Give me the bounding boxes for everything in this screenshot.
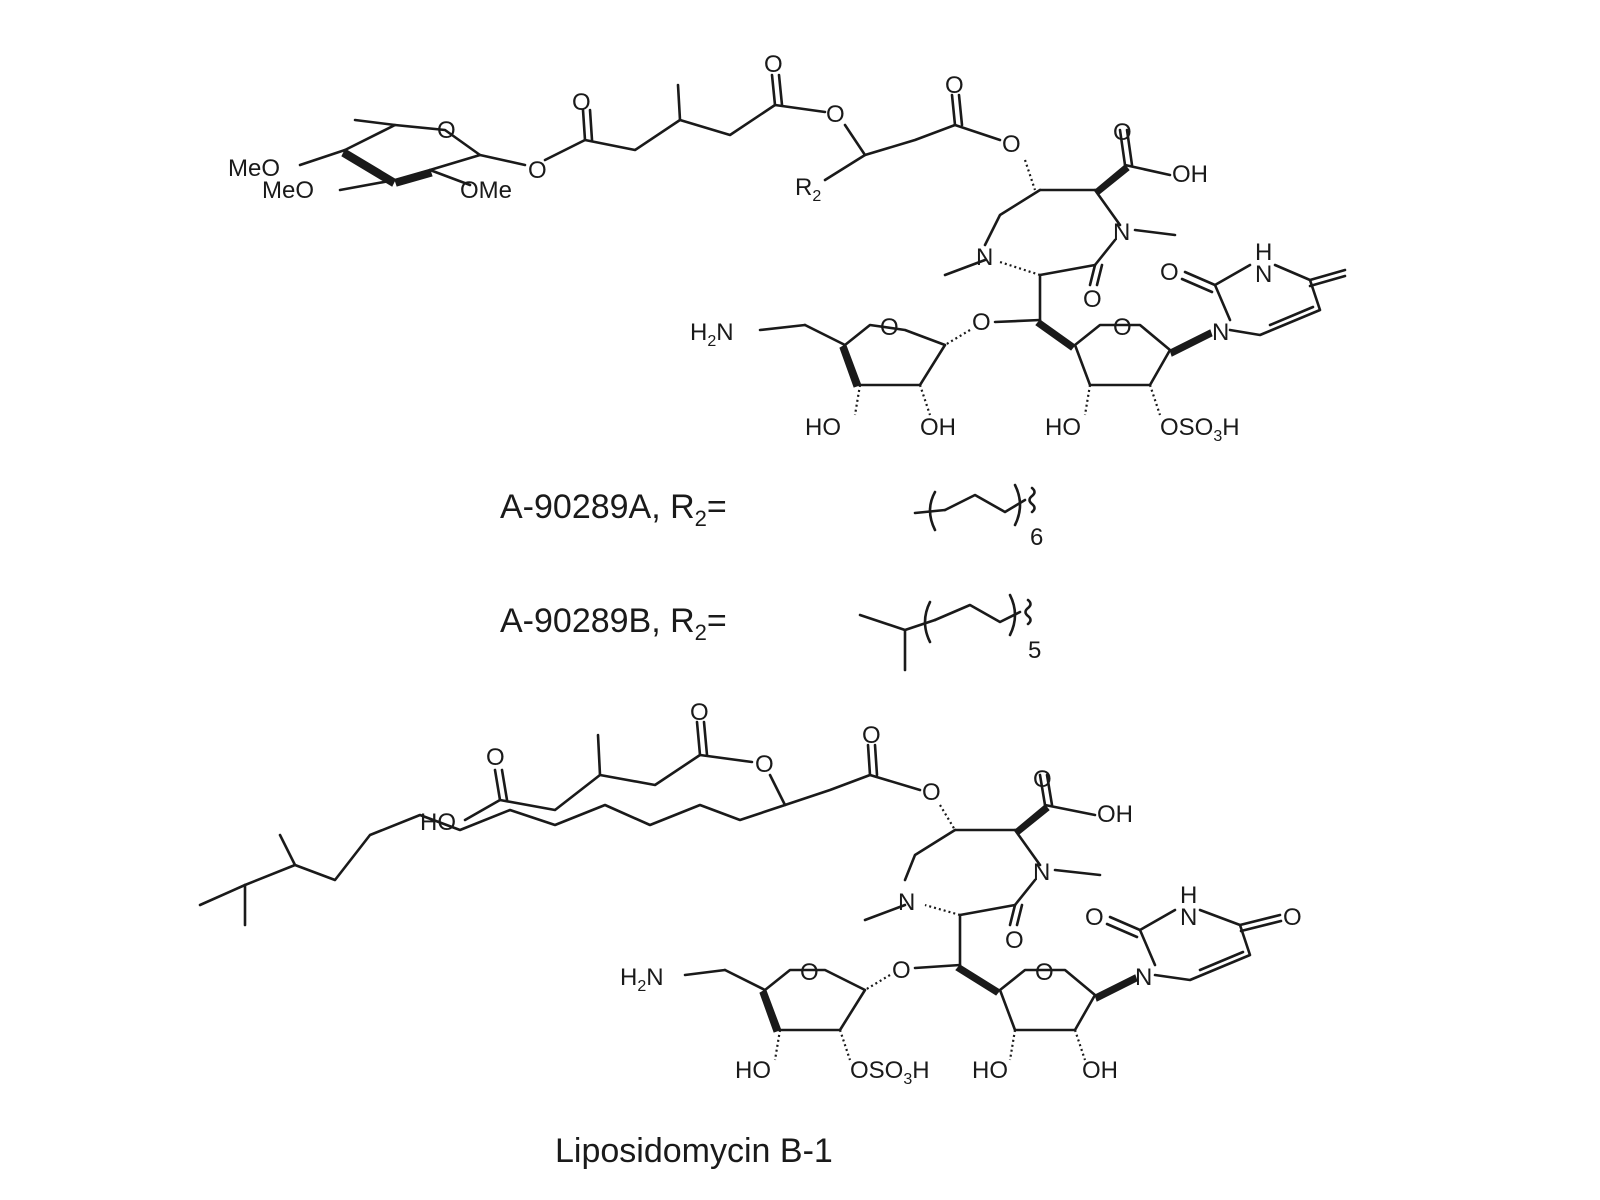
- top-hydroxyacid: [823, 93, 1002, 182]
- caption-liposidomycin: Liposidomycin B-1: [555, 1132, 833, 1170]
- bottom-ho-2: HO: [972, 1057, 1008, 1084]
- top-co-o-amide: O: [1083, 286, 1102, 313]
- top-o-ring-left: O: [880, 314, 899, 341]
- top-n-left: N: [976, 244, 993, 271]
- b-r2-chain: [858, 593, 1032, 672]
- top-sugar-ring: [298, 118, 527, 192]
- b-repeat-count: 5: [1028, 637, 1041, 664]
- a-label: A-90289A, R2=: [500, 488, 727, 531]
- bottom-co-o-amide: O: [1005, 927, 1024, 954]
- bottom-acid-chain: [463, 720, 754, 822]
- top-acid-chain: [543, 73, 827, 162]
- b-label: A-90289B, R2=: [500, 602, 727, 645]
- a-repeat-count: 6: [1030, 524, 1043, 551]
- top-meo-1: MeO: [228, 155, 280, 182]
- bottom-uracil-n: N: [1135, 964, 1152, 991]
- bottom-co-o-3: O: [862, 722, 881, 749]
- top-uracil: [1180, 263, 1347, 337]
- r2-definition-b: A-90289B, R2= 5: [500, 593, 1041, 672]
- top-n-top-right: N: [1113, 219, 1130, 246]
- top-ring-o-sugar: O: [437, 117, 456, 144]
- top-structure: MeO MeO OMe O O O O O O O R2: [228, 51, 1347, 445]
- top-ho-2: HO: [1045, 414, 1081, 441]
- top-h2n: H2N: [690, 319, 734, 350]
- top-ome: OMe: [460, 177, 512, 204]
- bottom-n-left: N: [898, 889, 915, 916]
- top-oso3h: OSO3H: [1160, 414, 1240, 445]
- top-cooh-o: O: [1113, 119, 1132, 146]
- top-uracil-n: N: [1212, 319, 1229, 346]
- bottom-o-link: O: [892, 957, 911, 984]
- top-uracil-o: O: [1160, 259, 1179, 286]
- bottom-uracil-o-2: O: [1283, 904, 1302, 931]
- bottom-co-o-2: O: [690, 699, 709, 726]
- top-left-ribose: [758, 318, 1042, 416]
- top-co-o-3: O: [945, 72, 964, 99]
- bottom-uracil-nh-n: N: [1180, 904, 1197, 931]
- bottom-diazepanone: [863, 773, 1102, 967]
- bottom-o-ring-right: O: [1035, 959, 1054, 986]
- bottom-uracil-nh-h: H: [1180, 882, 1197, 909]
- bottom-h2n: H2N: [620, 964, 664, 995]
- bottom-structure: O O HO O O O: [198, 699, 1302, 1088]
- bottom-ho-1: HO: [735, 1057, 771, 1084]
- top-o-link: O: [972, 309, 991, 336]
- top-right-ribose: [1035, 319, 1213, 416]
- bottom-oh-cooh: OH: [1097, 801, 1133, 828]
- bottom-hydroxyacid: [198, 743, 922, 927]
- a-r2-chain: [913, 483, 1036, 532]
- bottom-co-o-1: O: [486, 744, 505, 771]
- top-oh-1: OH: [920, 414, 956, 441]
- top-diazepanone: [943, 128, 1177, 322]
- bottom-cooh-o: O: [1033, 766, 1052, 793]
- bottom-uracil-o-1: O: [1085, 904, 1104, 931]
- top-meo-2: MeO: [262, 177, 314, 204]
- top-oh-cooh: OH: [1172, 161, 1208, 188]
- bottom-right-ribose: [955, 964, 1138, 1061]
- top-ester-o-right: O: [1002, 131, 1021, 158]
- bottom-oh-1: OH: [1082, 1057, 1118, 1084]
- top-ho-1: HO: [805, 414, 841, 441]
- top-r2-label: R2: [795, 174, 821, 205]
- bottom-oso3h: OSO3H: [850, 1057, 930, 1088]
- top-ester-o-sugar: O: [528, 157, 547, 184]
- top-co-o-2: O: [764, 51, 783, 78]
- bottom-n-top-right: N: [1033, 859, 1050, 886]
- bottom-ester-o-2: O: [922, 779, 941, 806]
- top-uracil-nh: H: [1255, 239, 1272, 266]
- bottom-left-ribose: [683, 963, 962, 1061]
- bottom-uracil: [1105, 908, 1283, 982]
- top-uracil-nh-n: N: [1255, 261, 1272, 288]
- r2-definition-a: A-90289A, R2= 6: [500, 483, 1043, 551]
- bottom-o-ring-left: O: [800, 959, 819, 986]
- top-co-o-1: O: [572, 89, 591, 116]
- bottom-ester-o-1: O: [755, 751, 774, 778]
- top-ester-o-mid: O: [826, 101, 845, 128]
- top-o-ring-right: O: [1113, 314, 1132, 341]
